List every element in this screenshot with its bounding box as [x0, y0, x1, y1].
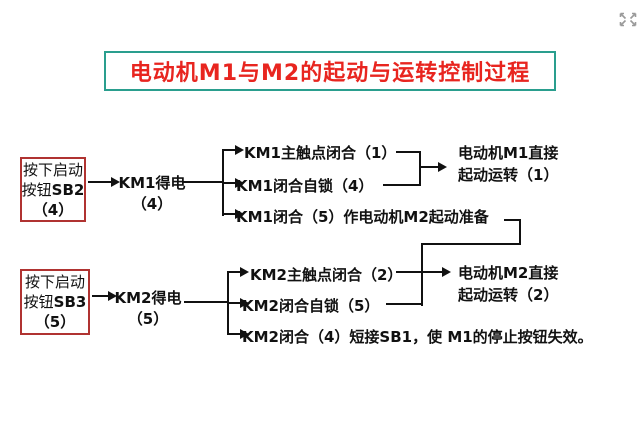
arrow-head-icon [235, 178, 244, 188]
connector-line [224, 149, 236, 151]
connector-line [229, 271, 241, 273]
node-km2-line2: （5） [127, 310, 169, 328]
connector-line [421, 243, 423, 306]
flow1-branch-2: KM1闭合自锁（4） [236, 177, 374, 195]
flow1-branch-1: KM1主触点闭合（1） [244, 144, 397, 162]
connector-line [396, 271, 423, 273]
arrow-head-icon [235, 145, 244, 155]
connector-line [224, 213, 236, 215]
arrow-head-icon [438, 162, 447, 172]
start-box-sb2-line2: 按钮SB2 [22, 180, 85, 200]
title-box: 电动机M1与M2的起动与运转控制过程 [104, 51, 556, 91]
start-box-sb3: 按下启动 按钮SB3 （5） [20, 269, 90, 335]
start-box-sb3-line2: 按钮SB3 [24, 292, 87, 312]
flow2-branch-2: KM2闭合自锁（5） [242, 297, 380, 315]
arrow-head-icon [240, 267, 249, 277]
start-box-sb3-line2-text: 按钮 [23, 293, 54, 311]
arrow-head-icon [111, 177, 120, 187]
node-km2-energized: KM2得电 （5） [114, 288, 182, 330]
start-box-sb2-label: SB2 [51, 180, 85, 199]
fullscreen-icon[interactable] [617, 7, 639, 31]
flow2-branch-3: KM2闭合（4）短接SB1，使 M1的停止按钮失效。 [242, 328, 593, 346]
flow2-result: 电动机M2直接 起动运转（2） [458, 262, 558, 306]
connector-line [386, 303, 423, 305]
connector-line [229, 333, 241, 335]
arrow-head-icon [442, 267, 451, 277]
connector-line [519, 219, 521, 245]
connector-line [504, 219, 521, 221]
start-box-sb2-line1: 按下启动 [22, 160, 83, 179]
flow1-branch-3: KM1闭合（5）作电动机M2起动准备 [236, 208, 489, 226]
arrow-head-icon [240, 298, 249, 308]
start-box-sb2: 按下启动 按钮SB2 （4） [20, 157, 86, 222]
merge-line [419, 151, 421, 186]
flow2-result-line1: 电动机M2直接 [458, 264, 559, 282]
node-km2-line1: KM2得电 [114, 289, 182, 307]
connector-line [383, 184, 421, 186]
start-box-sb3-line1: 按下启动 [24, 273, 85, 291]
flow1-result: 电动机M1直接 起动运转（1） [458, 142, 558, 186]
start-box-sb2-line2-text: 按钮 [21, 180, 52, 199]
start-box-sb3-label: SB3 [53, 293, 87, 311]
branch-line [227, 271, 229, 335]
connector-line [184, 301, 229, 303]
branch-line [222, 149, 224, 216]
arrow-head-icon [240, 329, 249, 339]
node-km1-energized: KM1得电 （4） [118, 173, 186, 215]
connector-line [92, 295, 109, 297]
flow1-result-line1: 电动机M1直接 [458, 144, 559, 162]
start-box-sb2-line3: （4） [32, 200, 74, 219]
connector-line [396, 151, 421, 153]
connector-line [421, 166, 438, 168]
connector-line [421, 243, 521, 245]
arrow-head-icon [235, 209, 244, 219]
connector-line [88, 181, 112, 183]
arrow-head-icon [108, 291, 117, 301]
start-box-sb3-line3: （5） [34, 313, 76, 331]
connector-line [423, 271, 443, 273]
connector-line [224, 182, 236, 184]
flow2-branch-1: KM2主触点闭合（2） [250, 266, 403, 284]
connector-line [183, 181, 224, 183]
node-km1-line1: KM1得电 [118, 174, 186, 192]
node-km1-line2: （4） [131, 195, 173, 213]
page-title: 电动机M1与M2的起动与运转控制过程 [129, 61, 531, 86]
flow2-result-line2: 起动运转（2） [458, 286, 559, 304]
flow1-result-line2: 起动运转（1） [458, 166, 559, 184]
connector-line [229, 302, 241, 304]
